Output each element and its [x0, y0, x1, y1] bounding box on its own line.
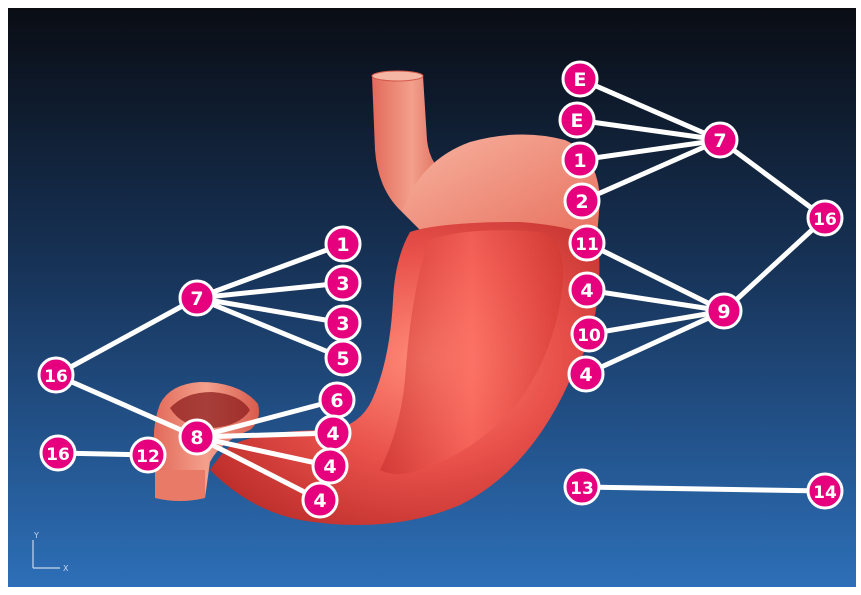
y-axis-label: Y [33, 531, 39, 540]
marker-label: E [571, 110, 584, 132]
duodenum-end [155, 470, 205, 501]
marker-seven_left: 7 [180, 281, 214, 315]
marker-label: 6 [330, 390, 343, 412]
marker-three_left_a: 3 [326, 266, 360, 300]
marker-label: 2 [575, 191, 588, 213]
marker-label: 1 [573, 150, 586, 172]
marker-label: 3 [336, 273, 349, 295]
marker-label: 13 [570, 479, 594, 499]
marker-label: 12 [136, 447, 160, 467]
marker-label: 7 [190, 288, 203, 310]
marker-label: 7 [713, 130, 726, 152]
marker-twelve: 12 [131, 438, 165, 472]
marker-label: 1 [336, 234, 349, 256]
x-axis-label: X [63, 564, 69, 573]
marker-ten_right: 10 [572, 317, 606, 351]
marker-e_top: E [563, 62, 597, 96]
marker-label: 4 [579, 364, 592, 386]
marker-label: 10 [577, 326, 601, 346]
marker-eight_left: 8 [180, 420, 214, 454]
marker-label: 4 [326, 423, 339, 445]
marker-label: 4 [580, 280, 593, 302]
marker-seven_right: 7 [703, 123, 737, 157]
marker-two_right: 2 [565, 184, 599, 218]
marker-four_right_a: 4 [570, 273, 604, 307]
marker-label: 11 [575, 235, 599, 255]
marker-eleven_right: 11 [570, 226, 604, 260]
marker-label: 4 [323, 456, 336, 478]
marker-label: 5 [336, 348, 349, 370]
esophagus-opening [372, 71, 423, 81]
marker-label: 16 [46, 445, 70, 465]
marker-thirteen: 13 [565, 470, 599, 504]
marker-one_left: 1 [326, 227, 360, 261]
marker-sixteen_left: 16 [39, 358, 73, 392]
marker-three_left_b: 3 [326, 306, 360, 340]
marker-e_second: E [560, 103, 594, 137]
marker-sixteen_bottom: 16 [41, 436, 75, 470]
marker-four_right_b: 4 [569, 357, 603, 391]
marker-label: 8 [190, 427, 203, 449]
marker-nine_right: 9 [707, 294, 741, 328]
marker-label: 16 [44, 367, 68, 387]
marker-label: 16 [813, 210, 837, 230]
marker-one_right: 1 [563, 143, 597, 177]
marker-label: 4 [313, 490, 326, 512]
marker-sixteen_right: 16 [808, 201, 842, 235]
marker-four_left_b: 4 [313, 449, 347, 483]
marker-four_left_c: 4 [303, 483, 337, 517]
marker-four_left_a: 4 [316, 416, 350, 450]
marker-label: 3 [336, 313, 349, 335]
marker-six_left: 6 [320, 383, 354, 417]
marker-label: 9 [717, 301, 730, 323]
marker-five_left: 5 [326, 341, 360, 375]
marker-label: E [574, 69, 587, 91]
marker-fourteen: 14 [808, 474, 842, 508]
marker-label: 14 [813, 483, 837, 503]
